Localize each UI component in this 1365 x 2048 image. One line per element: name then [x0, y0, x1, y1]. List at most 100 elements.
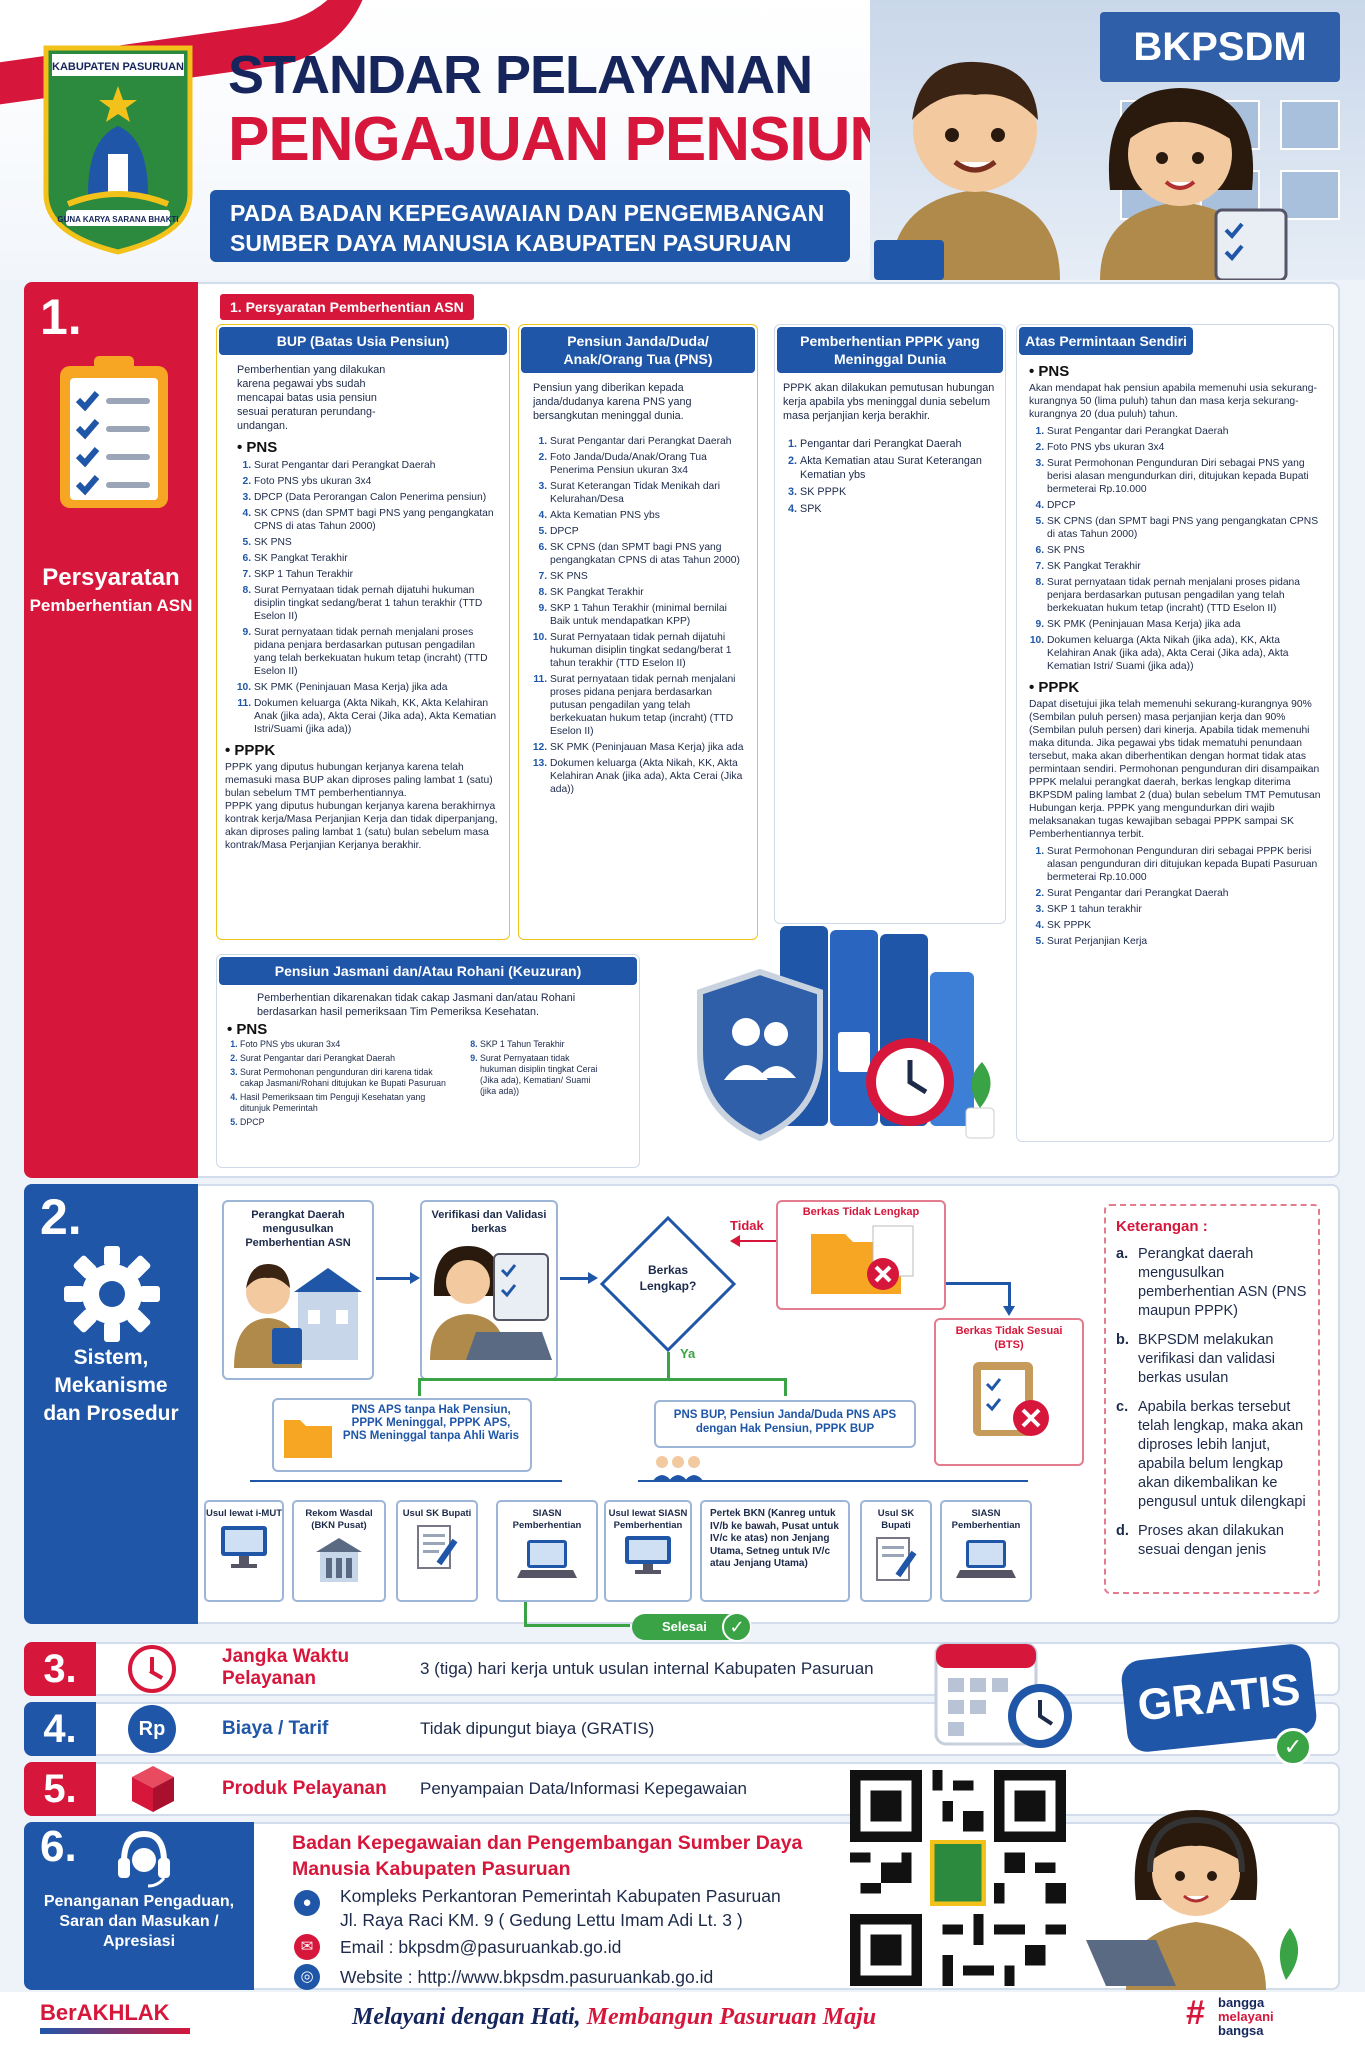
list-item: DPCP [550, 525, 747, 538]
monitor-icon [625, 1536, 671, 1574]
list-item: Surat Perjanjian Kerja [1047, 935, 1323, 948]
section2-label: Sistem, Mekanisme dan Prosedur [43, 1346, 179, 1425]
subtitle-line2: SUMBER DAYA MANUSIA KABUPATEN PASURUAN [230, 230, 792, 256]
list-item: Surat Pernyataan tidak hukuman disiplin … [480, 1053, 603, 1097]
list-item: Foto Janda/Duda/Anak/Orang Tua Penerima … [550, 451, 747, 477]
folder-icon [284, 1420, 332, 1458]
org-name-line2: Manusia Kabupaten Pasuruan [292, 1858, 571, 1880]
bts-label: Berkas Tidak Sesuai (BTS) [955, 1325, 1063, 1351]
monitor-icon [221, 1526, 267, 1568]
pppk-deceased-title: Pemberhentian PPPK yang Meninggal Dunia [777, 327, 1003, 373]
email-link[interactable]: Email : bkpsdm@pasuruankab.go.id [340, 1937, 622, 1957]
requirements-tag: 1. Persyaratan Pemberhentian ASN [220, 294, 474, 320]
list-item: Surat Permohonan Pengunduran Diri sebaga… [1047, 457, 1323, 496]
tagline: Melayani dengan Hati, Membangun Pasuruan… [352, 2004, 877, 2030]
list-item: SK CPNS (dan SPMT bagi PNS yang pengangk… [254, 507, 499, 533]
list-item: Surat pernyataan tidak pernah menjalani … [254, 626, 499, 678]
aps-pppk-label: • PPPK [1029, 679, 1080, 696]
website-link[interactable]: Website : http://www.bkpsdm.pasuruankab.… [340, 1967, 714, 1987]
org-name-line1: Badan Kepegawaian dan Pengembangan Sumbe… [292, 1832, 803, 1854]
qr-code-icon[interactable] [850, 1770, 1066, 1986]
aps-title: Atas Permintaan Sendiri [1019, 327, 1193, 355]
pppk-deceased-intro: PPPK akan dilakukan pemutusan hubungan k… [783, 382, 995, 422]
row4-value: Tidak dipungut biaya (GRATIS) [420, 1719, 655, 1738]
list-item: Dokumen keluarga (Akta Nikah, KK, Akta K… [254, 697, 499, 736]
clock-icon [128, 1645, 176, 1693]
list-item: SKP 1 Tahun Terakhir [480, 1039, 603, 1050]
flow-arrow [1008, 1282, 1011, 1308]
flow-step-verify-label: Verifikasi dan Validasi berkas [431, 1209, 547, 1235]
flow-arrowhead [1003, 1306, 1015, 1316]
list-item: SK PNS [1047, 544, 1323, 557]
section2-sidebar: 2. Sistem, Mekanisme dan Prosedur [24, 1184, 198, 1624]
sub-box-siasn: SIASN Pemberhentian [496, 1500, 598, 1602]
list-item: Surat Pengantar dari Perangkat Daerah [1047, 425, 1323, 438]
page-title-line1: STANDAR PELAYANAN [228, 45, 813, 105]
legend-item: c.Apabila berkas tersebut telah lengkap,… [1116, 1399, 1306, 1510]
list-item: Surat Pengantar dari Perangkat Daerah [254, 459, 499, 472]
list-item: SK PPPK [1047, 919, 1323, 932]
list-item: DPCP [240, 1117, 453, 1128]
emblem-motto: GUNA KARYA SARANA BHAKTI [57, 215, 178, 224]
list-item: SK CPNS (dan SPMT bagi PNS yang pengangk… [550, 541, 747, 567]
rejected-clipboard-icon [973, 1362, 1049, 1436]
gear-icon [64, 1246, 160, 1342]
male-employee-illustration [874, 61, 1060, 280]
row3-value: 3 (tiga) hari kerja untuk usulan interna… [420, 1659, 874, 1678]
janda-intro: Pensiun yang diberikan kepada janda/duda… [533, 382, 692, 422]
yes-arrow-left [418, 1378, 421, 1396]
section6-sidebar: 6. Penanganan Pengaduan, Saran dan Masuk… [24, 1822, 254, 1990]
bup-title: BUP (Batas Usia Pensiun) [219, 327, 507, 355]
decision-diamond [600, 1216, 736, 1352]
support-agent-illustration [1086, 1810, 1299, 1990]
sub-box-sk-bupati: Usul SK Bupati [396, 1500, 478, 1602]
package-box-icon [132, 1766, 174, 1812]
keuzuran-title: Pensiun Jasmani dan/Atau Rohani (Keuzura… [219, 957, 637, 985]
aps-pns-label: • PNS [1029, 363, 1070, 380]
flow-arrowhead [588, 1272, 598, 1284]
yes-arrow [667, 1352, 670, 1378]
done-label: Selesai [662, 1619, 707, 1634]
subtitle-banner: PADA BADAN KEPEGAWAIAN DAN PENGEMBANGAN … [210, 190, 850, 262]
bup-intro: Pemberhentian yang dilakukan karena pega… [237, 364, 386, 432]
sub-box-label: SIASN Pemberhentian [951, 1508, 1021, 1531]
building-icon [316, 1538, 362, 1582]
check-icon: ✓ [722, 1612, 752, 1642]
section1-sidebar: 1. Persyaratan Pemberhentian ASN [24, 282, 198, 1178]
janda-column: Pensiun Janda/Duda/ Anak/Orang Tua (PNS)… [518, 324, 758, 940]
list-item: Surat Keterangan Tidak Menikah dari Kelu… [550, 480, 747, 506]
sub-box-label: Usul lewat i-MUT [206, 1508, 283, 1519]
list-item: Foto PNS ybs ukuran 3x4 [240, 1039, 453, 1050]
document-pen-icon [417, 1525, 458, 1569]
flow-arrow [376, 1277, 414, 1280]
people-group-icon [652, 1456, 704, 1482]
employee-building-icon [234, 1264, 362, 1368]
bup-pppk-text1: PPPK yang diputus hubungan kerjanya kare… [225, 762, 493, 799]
incomplete-files-label: Berkas Tidak Lengkap [802, 1206, 920, 1218]
list-item: SK CPNS (dan SPMT bagi PNS yang pengangk… [1047, 515, 1323, 541]
list-item: Foto PNS ybs ukuran 3x4 [1047, 441, 1323, 454]
row3-label: Jangka Waktu Pelayanan [222, 1646, 350, 1689]
sub-box-label: Usul lewat SIASN Pemberhentian [608, 1508, 688, 1531]
hashtag-icon: # [1186, 1994, 1205, 2032]
list-item: Foto PNS ybs ukuran 3x4 [254, 475, 499, 488]
row-product [24, 1762, 1340, 1816]
no-arrow [736, 1240, 776, 1242]
globe-icon: ◎ [294, 1964, 320, 1990]
section2-number: 2. [40, 1189, 82, 1245]
pasuruan-emblem-icon: KABUPATEN PASURUAN GUNA KARYA SARANA BHA… [43, 45, 193, 255]
legend-box: Keterangan : a.Perangkat daerah mengusul… [1104, 1204, 1320, 1594]
list-item: Surat Pengantar dari Perangkat Daerah [240, 1053, 453, 1064]
list-item: SKP 1 Tahun Terakhir [254, 568, 499, 581]
no-arrowhead [730, 1235, 740, 1247]
footer: BerAKHLAK Melayani dengan Hati, Membangu… [0, 1992, 1365, 2048]
flow-arrow [560, 1277, 590, 1280]
list-item: Dokumen keluarga (Akta Nikah (jika ada),… [1047, 634, 1323, 673]
list-item: SK PNS [254, 536, 499, 549]
section1-number: 1. [40, 289, 82, 345]
list-item: SKP 1 Tahun Terakhir (minimal bernilai B… [550, 602, 747, 628]
keuzuran-pns-label: • PNS [227, 1021, 268, 1038]
address-line1: Kompleks Perkantoran Pemerintah Kabupate… [340, 1886, 781, 1906]
list-item: Surat Pengantar dari Perangkat Daerah [550, 435, 747, 448]
subtitle-line1: PADA BADAN KEPEGAWAIAN DAN PENGEMBANGAN [230, 200, 825, 226]
